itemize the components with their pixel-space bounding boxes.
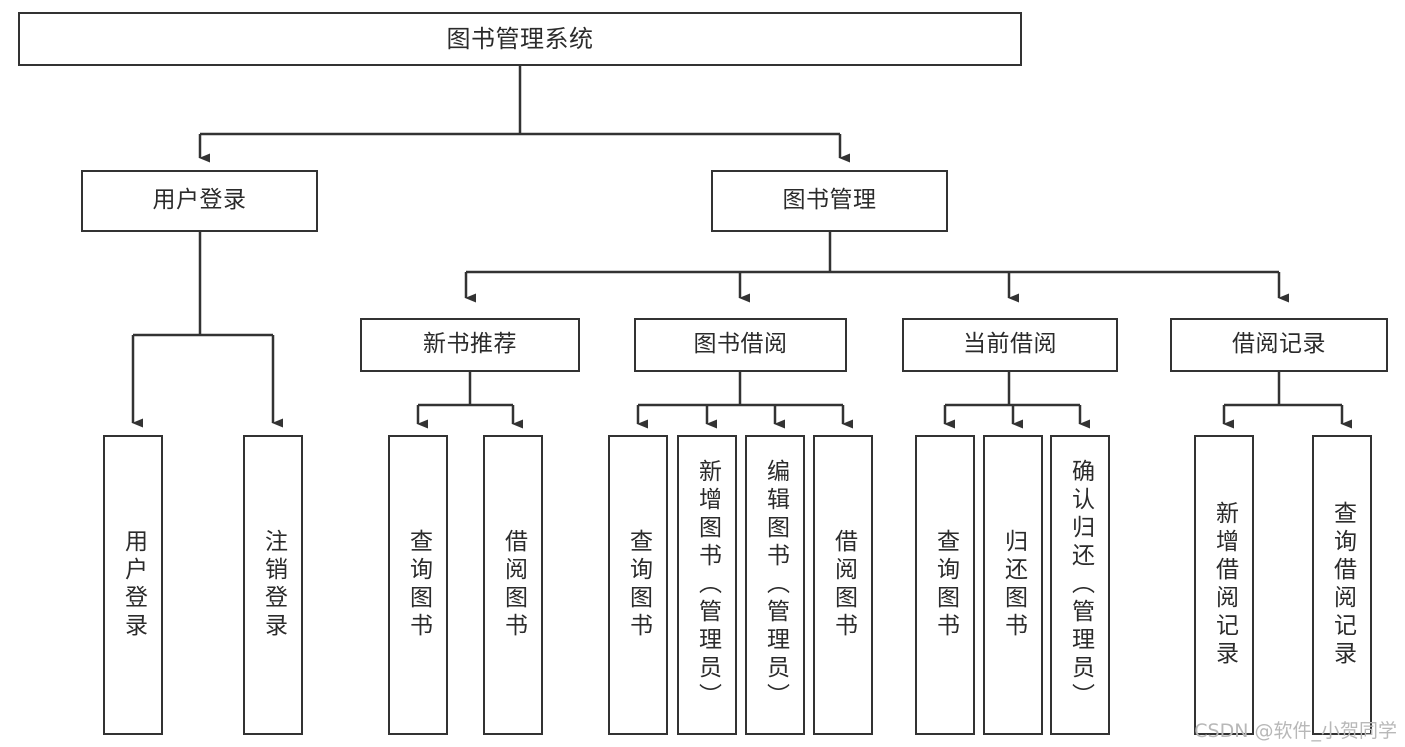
node-label: 查询图书 — [405, 529, 432, 641]
node-current-borrowing[interactable]: 当前借阅 — [902, 318, 1118, 372]
node-label: 注销登录 — [260, 529, 287, 641]
node-label: 归还图书 — [1000, 529, 1027, 641]
node-label: 确认归还（管理员） — [1067, 459, 1094, 711]
node-new-book-recommendation[interactable]: 新书推荐 — [360, 318, 580, 372]
node-leaf-add-borrow-record[interactable]: 新增借阅记录 — [1194, 435, 1254, 735]
node-leaf-query-books-borrow[interactable]: 查询图书 — [608, 435, 668, 735]
node-label: 图书借阅 — [693, 331, 788, 358]
node-label: 查询图书 — [625, 529, 652, 641]
node-user-login[interactable]: 用户登录 — [81, 170, 318, 232]
node-label: 查询图书 — [932, 529, 959, 641]
node-leaf-user-login[interactable]: 用户登录 — [103, 435, 163, 735]
node-borrowing-records[interactable]: 借阅记录 — [1170, 318, 1388, 372]
node-label: 图书管理系统 — [446, 24, 594, 53]
node-label: 图书管理 — [782, 187, 877, 214]
node-leaf-return-books[interactable]: 归还图书 — [983, 435, 1043, 735]
node-leaf-query-books-current[interactable]: 查询图书 — [915, 435, 975, 735]
node-label: 查询借阅记录 — [1329, 501, 1356, 669]
node-label: 用户登录 — [152, 187, 247, 214]
node-label: 编辑图书（管理员） — [762, 459, 789, 711]
node-label: 新增图书（管理员） — [694, 459, 721, 711]
node-leaf-query-borrow-record[interactable]: 查询借阅记录 — [1312, 435, 1372, 735]
node-label: 借阅图书 — [830, 529, 857, 641]
node-leaf-add-book-admin[interactable]: 新增图书（管理员） — [677, 435, 737, 735]
node-book-management[interactable]: 图书管理 — [711, 170, 948, 232]
node-book-borrowing[interactable]: 图书借阅 — [634, 318, 847, 372]
node-label: 当前借阅 — [963, 331, 1057, 358]
node-leaf-borrow-books-new[interactable]: 借阅图书 — [483, 435, 543, 735]
node-leaf-logout[interactable]: 注销登录 — [243, 435, 303, 735]
node-label: 借阅记录 — [1232, 331, 1326, 358]
node-label: 用户登录 — [120, 529, 147, 641]
node-leaf-query-books-new[interactable]: 查询图书 — [388, 435, 448, 735]
node-label: 新增借阅记录 — [1211, 501, 1238, 669]
node-root-book-management-system[interactable]: 图书管理系统 — [18, 12, 1022, 66]
node-label: 借阅图书 — [500, 529, 527, 641]
node-leaf-confirm-return-admin[interactable]: 确认归还（管理员） — [1050, 435, 1110, 735]
node-leaf-edit-book-admin[interactable]: 编辑图书（管理员） — [745, 435, 805, 735]
node-leaf-borrow-books[interactable]: 借阅图书 — [813, 435, 873, 735]
node-label: 新书推荐 — [423, 331, 517, 358]
